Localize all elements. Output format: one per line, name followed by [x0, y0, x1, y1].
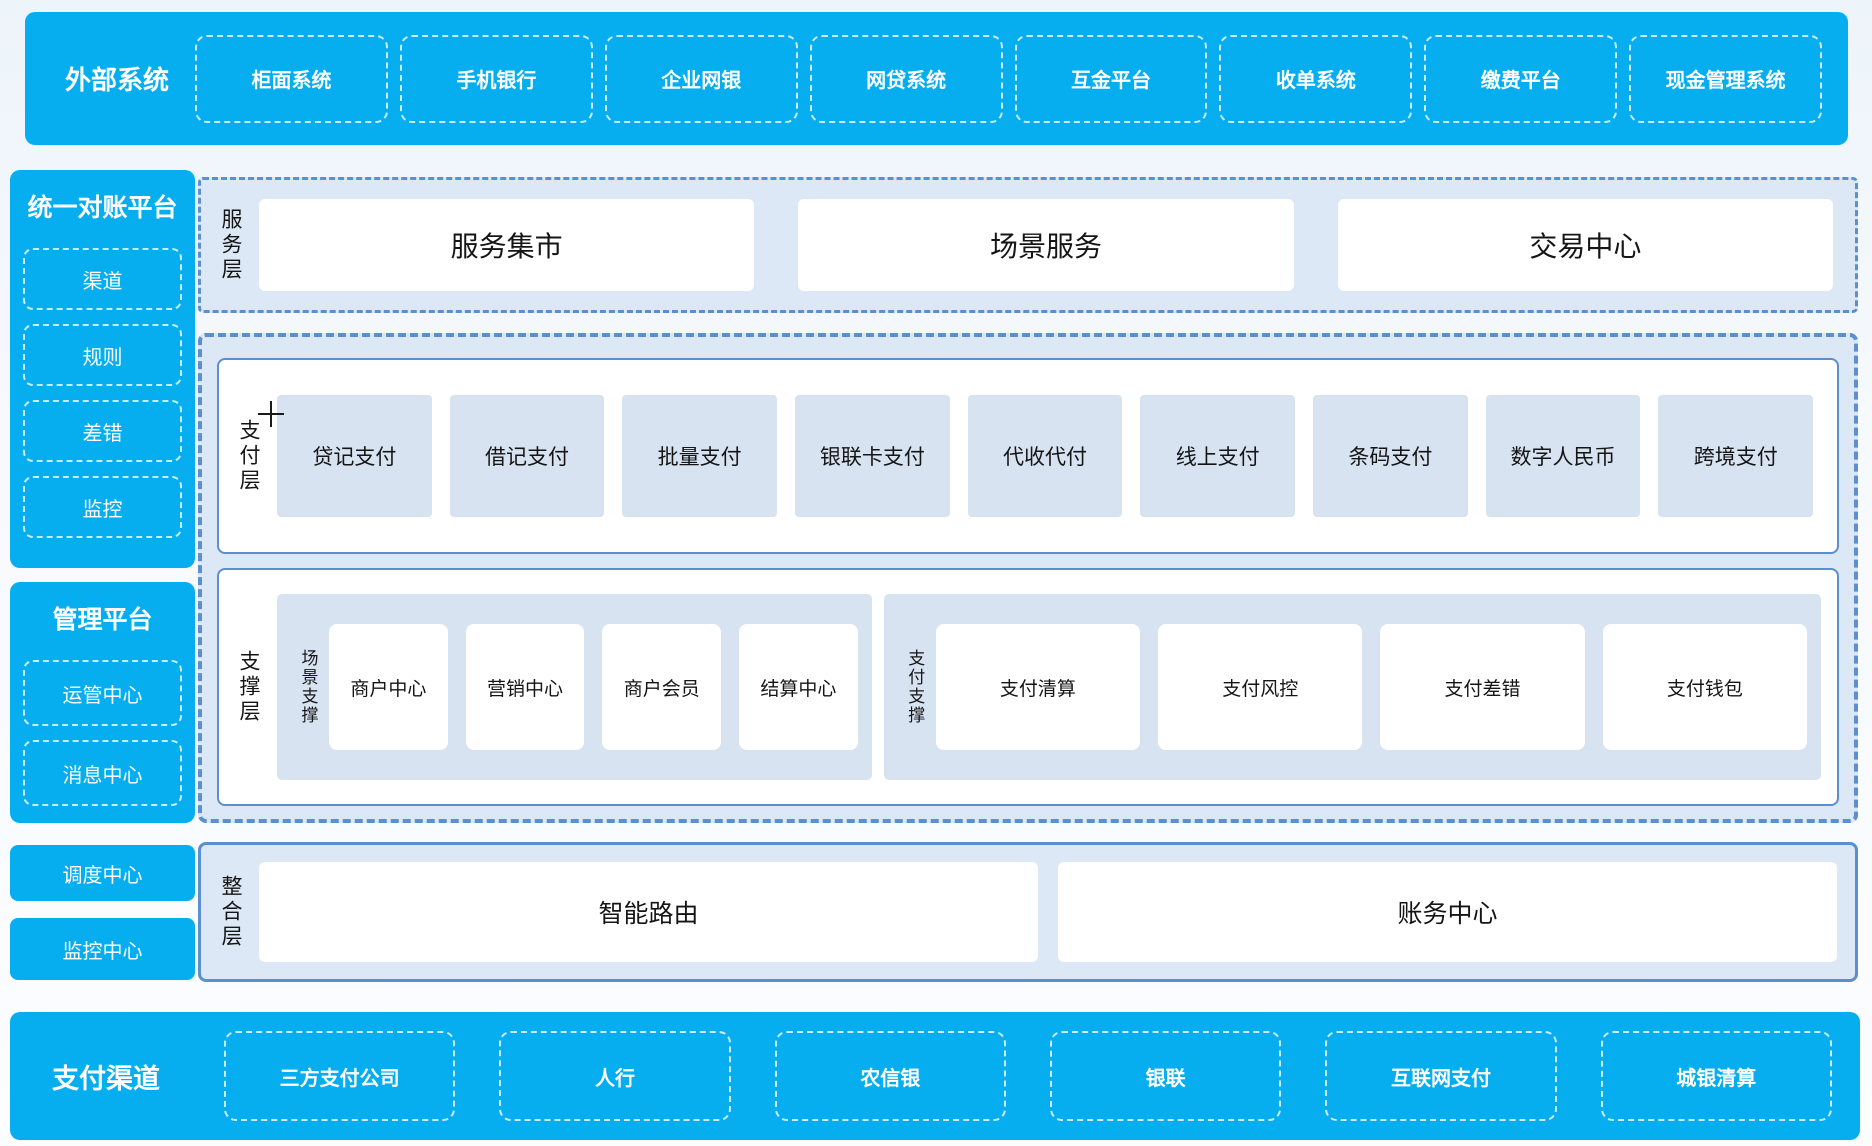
core-layers-container: 支付层 贷记支付 借记支付 批量支付 银联卡支付 代收代付 线上支付 条码支付 … — [198, 333, 1858, 823]
scene-support-items: 商户中心 营销中心 商户会员 结算中心 — [329, 624, 858, 750]
support-layer-container: 支撑层 场景支撑 商户中心 营销中心 商户会员 结算中心 支付支撑 支付清算 支… — [217, 568, 1839, 806]
payment-layer-items: 贷记支付 借记支付 批量支付 银联卡支付 代收代付 线上支付 条码支付 数字人民… — [277, 395, 1814, 517]
payment-channel-item: 银联 — [1049, 1031, 1282, 1121]
payment-node: 跨境支付 — [1658, 395, 1814, 517]
payment-channel-item: 互联网支付 — [1325, 1031, 1557, 1121]
reconciliation-item: 规则 — [23, 324, 182, 386]
management-platform-card: 管理平台 运管中心 消息中心 — [10, 582, 195, 823]
reconciliation-item: 渠道 — [23, 248, 182, 310]
crosshair-cursor-icon — [258, 401, 284, 427]
management-platform-title: 管理平台 — [52, 606, 153, 634]
management-platform-items: 运管中心 消息中心 — [10, 636, 195, 806]
payment-channel-item: 人行 — [499, 1031, 731, 1121]
payment-channel-item: 三方支付公司 — [224, 1031, 456, 1121]
monitor-center-box: 监控中心 — [10, 918, 195, 980]
reconciliation-item: 监控 — [23, 476, 182, 538]
architecture-main: 服务层 服务集市 场景服务 交易中心 支付层 贷记支付 借记支付 批量支付 银联… — [198, 0, 1858, 1146]
integration-layer-label: 整合层 — [219, 874, 242, 950]
external-system-item: 现金管理系统 — [1629, 34, 1823, 123]
payment-node: 条码支付 — [1313, 395, 1468, 517]
support-node: 商户会员 — [602, 624, 722, 750]
payment-layer-label: 支付层 — [237, 418, 260, 494]
support-node: 支付风控 — [1158, 624, 1363, 750]
payment-node: 银联卡支付 — [795, 395, 950, 517]
management-item: 消息中心 — [23, 740, 182, 806]
management-item: 运管中心 — [23, 660, 182, 726]
payment-node: 批量支付 — [622, 395, 778, 517]
support-layer-groups: 场景支撑 商户中心 营销中心 商户会员 结算中心 支付支撑 支付清算 支付风控 … — [277, 594, 1821, 780]
external-system-item: 企业网银 — [604, 34, 798, 123]
payment-channels-bar: 支付渠道 三方支付公司 人行 农信银 银联 互联网支付 城银清算 — [10, 1012, 1860, 1140]
payment-channel-item: 城银清算 — [1600, 1031, 1832, 1121]
payment-channels-title: 支付渠道 — [52, 1063, 160, 1094]
external-system-item: 网贷系统 — [809, 34, 1003, 123]
external-system-item: 收单系统 — [1219, 34, 1413, 123]
support-node: 支付清算 — [935, 624, 1141, 750]
reconciliation-item: 差错 — [23, 400, 182, 462]
payment-node: 贷记支付 — [277, 395, 432, 517]
external-system-item: 缴费平台 — [1424, 34, 1618, 123]
payment-node: 线上支付 — [1140, 395, 1296, 517]
service-layer-container: 服务层 服务集市 场景服务 交易中心 — [198, 177, 1858, 313]
payment-layer-container: 支付层 贷记支付 借记支付 批量支付 银联卡支付 代收代付 线上支付 条码支付 … — [217, 358, 1839, 554]
integration-layer-container: 整合层 智能路由 账务中心 — [198, 842, 1858, 982]
reconciliation-platform-title: 统一对账平台 — [27, 194, 178, 222]
payment-support-label: 支付支撑 — [905, 649, 925, 725]
support-layer-label: 支撑层 — [237, 649, 260, 725]
support-node: 支付钱包 — [1602, 624, 1808, 750]
payment-support-group: 支付支撑 支付清算 支付风控 支付差错 支付钱包 — [883, 594, 1821, 780]
service-layer-label: 服务层 — [219, 207, 242, 283]
integration-node: 智能路由 — [259, 862, 1038, 962]
scene-support-group: 场景支撑 商户中心 营销中心 商户会员 结算中心 — [277, 594, 872, 780]
dispatch-center-box: 调度中心 — [10, 845, 195, 901]
external-systems-title: 外部系统 — [65, 65, 170, 95]
scene-support-label: 场景支撑 — [298, 649, 318, 725]
payment-support-items: 支付清算 支付风控 支付差错 支付钱包 — [935, 624, 1808, 750]
reconciliation-platform-card: 统一对账平台 渠道 规则 差错 监控 — [10, 170, 195, 568]
external-systems-items: 柜面系统 手机银行 企业网银 网贷系统 互金平台 收单系统 缴费平台 现金管理系… — [195, 12, 1823, 145]
external-system-item: 手机银行 — [399, 34, 593, 123]
service-node: 服务集市 — [259, 199, 755, 291]
external-systems-bar: 外部系统 柜面系统 手机银行 企业网银 网贷系统 互金平台 收单系统 缴费平台 … — [25, 12, 1848, 145]
payment-node: 代收代付 — [967, 395, 1123, 517]
support-node: 营销中心 — [465, 624, 585, 750]
service-node: 交易中心 — [1337, 199, 1833, 291]
payment-node: 数字人民币 — [1485, 395, 1641, 517]
payment-channels-items: 三方支付公司 人行 农信银 银联 互联网支付 城银清算 — [224, 1012, 1832, 1140]
payment-node: 借记支付 — [449, 395, 605, 517]
integration-layer-items: 智能路由 账务中心 — [259, 862, 1837, 962]
payment-channel-item: 农信银 — [774, 1031, 1006, 1121]
support-node: 支付差错 — [1380, 624, 1585, 750]
support-node: 结算中心 — [739, 624, 858, 750]
integration-node: 账务中心 — [1058, 862, 1837, 962]
external-system-item: 柜面系统 — [195, 34, 388, 123]
support-node: 商户中心 — [329, 624, 448, 750]
reconciliation-platform-items: 渠道 规则 差错 监控 — [10, 224, 195, 538]
service-layer-items: 服务集市 场景服务 交易中心 — [259, 199, 1833, 291]
service-node: 场景服务 — [798, 199, 1294, 291]
external-system-item: 互金平台 — [1014, 34, 1208, 123]
